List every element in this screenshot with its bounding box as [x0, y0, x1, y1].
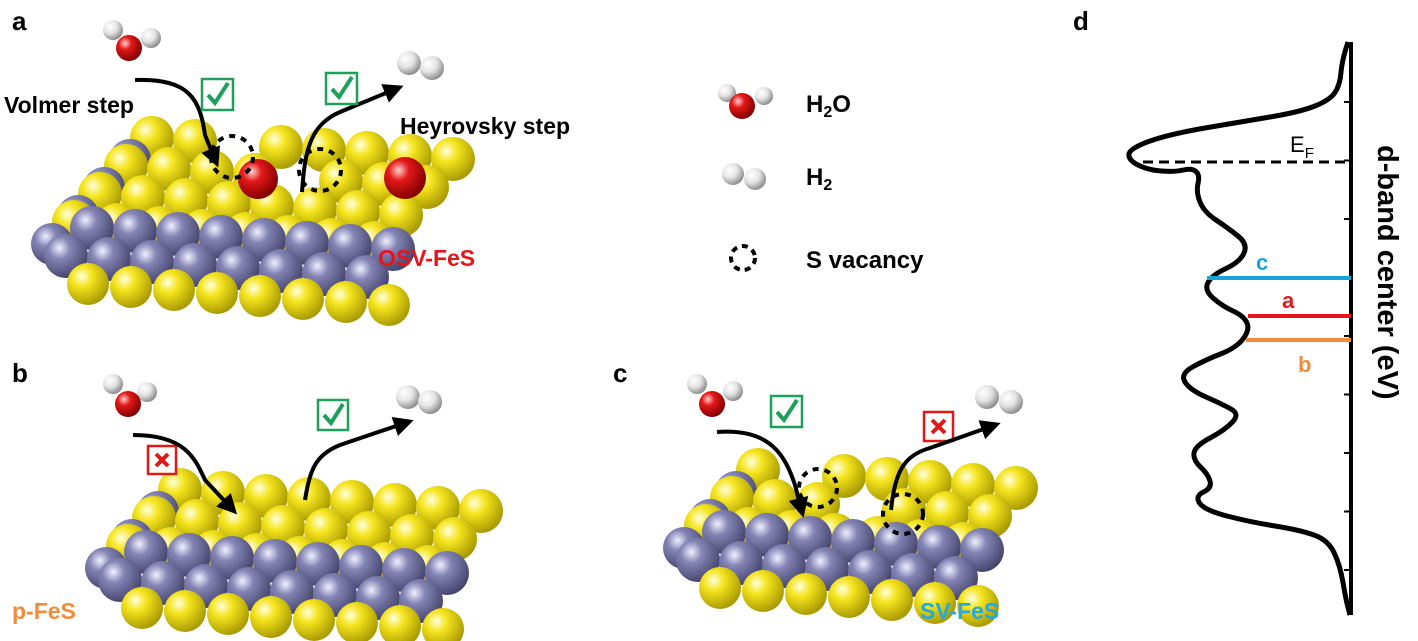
sulfur-atom [336, 602, 378, 641]
panel-a-overlay: Volmer step Heyrovsky step OSV-FeS [4, 20, 570, 271]
sulfur-atom [196, 272, 238, 314]
legend-water-icon [718, 84, 773, 119]
legend-h2o-label: H2O [806, 91, 851, 121]
heyrovsky-step-label: Heyrovsky step [400, 113, 570, 139]
sulfur-atom [293, 599, 335, 641]
hydrogen-molecule [397, 51, 444, 80]
panel-c-overlay: SV-FeS [687, 374, 1023, 624]
volmer-arrow [132, 433, 238, 515]
slab-p-fes [85, 468, 503, 641]
legend: H2O H2 S vacancy [718, 84, 924, 274]
iron-atom [371, 227, 415, 271]
slab-osv-fes [31, 116, 475, 326]
sulfur-atom [822, 454, 866, 498]
sv-fes-label: SV-FeS [920, 598, 999, 624]
check-icon [324, 71, 359, 106]
sulfur-atom [828, 576, 870, 618]
p-fes-label: p-FeS [12, 598, 76, 624]
sulfur-atom [207, 593, 249, 635]
d-band-label-b: b [1298, 352, 1311, 377]
sulfur-atom [379, 605, 421, 641]
hydrogen-molecule [975, 385, 1023, 414]
sulfur-atom [422, 608, 464, 641]
sulfur-atom [433, 517, 477, 561]
cross-icon [922, 410, 955, 443]
sulfur-atom [153, 269, 195, 311]
oxygen-atom [238, 159, 278, 199]
sulfur-atom [914, 582, 956, 624]
fermi-level-label: EF [1290, 132, 1314, 162]
panel-c-letter: c [613, 358, 627, 388]
cross-icon [146, 444, 178, 476]
d-band-label-c: c [1256, 250, 1268, 275]
sulfur-atom [379, 193, 423, 237]
volmer-arrow [716, 429, 809, 518]
sulfur-atom [325, 281, 367, 323]
legend-vacancy-label: S vacancy [806, 247, 924, 274]
d-band-label-a: a [1282, 288, 1295, 313]
sulfur-atom [968, 494, 1012, 538]
s-vacancy-marker [881, 492, 925, 536]
sulfur-atom [121, 587, 163, 629]
heyrovsky-arrow [889, 420, 1001, 511]
check-icon [316, 398, 350, 432]
sulfur-atom [282, 278, 324, 320]
sulfur-atom [994, 466, 1038, 510]
sulfur-atom [110, 266, 152, 308]
panel-b-letter: b [12, 358, 28, 388]
water-molecule [687, 374, 743, 417]
panel-d: EF c a b d-band center (eV) [1126, 41, 1403, 616]
volmer-step-label: Volmer step [4, 92, 134, 118]
sulfur-atom [785, 573, 827, 615]
heyrovsky-arrow [303, 417, 414, 501]
panel-b-overlay: p-FeS [12, 374, 442, 624]
legend-vacancy-icon [729, 244, 757, 272]
water-molecule [103, 20, 161, 61]
sulfur-atom [742, 570, 784, 612]
s-vacancy-marker [797, 467, 839, 509]
axis-label: d-band center (eV) [1371, 145, 1403, 400]
sulfur-atom [164, 590, 206, 632]
sulfur-atom [239, 275, 281, 317]
sulfur-atom [871, 579, 913, 621]
sulfur-atom [368, 284, 410, 326]
osv-fes-label: OSV-FeS [378, 245, 475, 271]
sulfur-atom [250, 596, 292, 638]
dos-curve [1126, 41, 1353, 616]
sulfur-atom [67, 263, 109, 305]
legend-h2-label: H2 [806, 164, 832, 194]
check-icon [200, 77, 235, 112]
panel-d-letter: d [1073, 6, 1089, 36]
sulfur-atom [431, 137, 475, 181]
hydrogen-molecule [396, 385, 442, 414]
sulfur-atom [259, 125, 303, 169]
panel-a-letter: a [12, 6, 27, 36]
s-vacancy-marker [297, 147, 343, 193]
heyrovsky-arrow [300, 84, 404, 193]
water-molecule [103, 374, 157, 417]
sulfur-atom [957, 585, 999, 627]
check-icon [769, 394, 804, 429]
iron-atom [425, 551, 469, 595]
volmer-arrow [134, 77, 220, 168]
iron-atom [960, 528, 1004, 572]
slab-sv-fes [663, 448, 1038, 627]
sulfur-atom [459, 489, 503, 533]
legend-h2-icon [722, 163, 766, 190]
sulfur-atom [699, 567, 741, 609]
oxygen-atom [384, 157, 426, 199]
